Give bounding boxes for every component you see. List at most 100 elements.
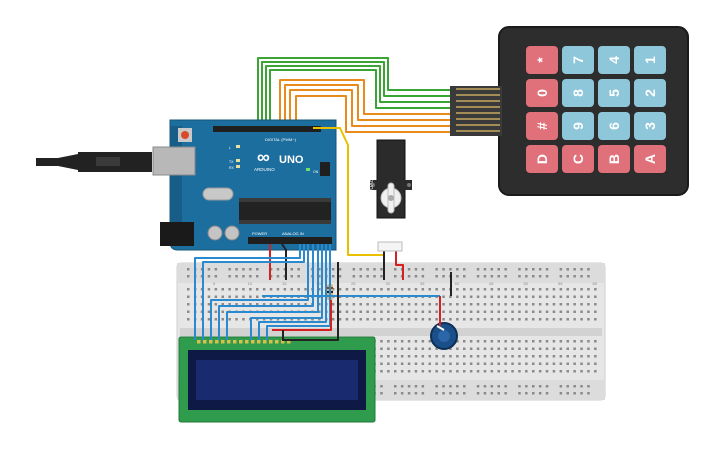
lcd-pin <box>197 340 201 344</box>
keypad-wire <box>284 84 455 126</box>
lcd-pin <box>275 340 279 344</box>
analog-label: ANALOG IN <box>282 231 304 236</box>
digital-header <box>213 126 321 132</box>
lcd-screen <box>196 360 358 400</box>
board-wire <box>266 244 331 340</box>
board-wire <box>258 244 327 340</box>
svg-text:#: # <box>534 122 550 130</box>
keypad-key: 7 <box>562 46 594 74</box>
keypad-key: 6 <box>598 112 630 140</box>
column-label: 40 <box>455 281 460 286</box>
board-wire <box>281 243 287 280</box>
tx-label: TX <box>229 160 234 164</box>
svg-text:*: * <box>534 57 550 63</box>
lcd-pin <box>239 340 243 344</box>
keypad-key: 9 <box>562 112 594 140</box>
keypad-wire <box>295 95 455 133</box>
board-wires <box>194 127 452 341</box>
lcd-pin <box>209 340 213 344</box>
power-jack <box>160 222 194 246</box>
lcd-pin <box>287 340 291 344</box>
svg-text:D: D <box>534 154 550 164</box>
keypad-4x4: * 7 4 1 0 8 5 2 #9 6 3D C B A <box>450 26 689 196</box>
keypad-keys: * 7 4 1 0 8 5 2 #9 6 3D C B A <box>526 46 666 173</box>
svg-text:2: 2 <box>642 89 658 97</box>
lcd-pin <box>263 340 267 344</box>
lcd-pin <box>233 340 237 344</box>
keypad-key: 0 <box>526 79 558 107</box>
svg-text:8: 8 <box>570 89 586 97</box>
column-label: 60 <box>593 281 598 286</box>
column-label: 50 <box>524 281 529 286</box>
board-wire <box>226 244 319 340</box>
lcd-pin <box>257 340 261 344</box>
board-wire <box>250 244 323 340</box>
lcd-pin <box>227 340 231 344</box>
keypad-key: A <box>634 145 666 173</box>
lcd-pin <box>251 340 255 344</box>
keypad-wire <box>257 57 455 126</box>
board-wire <box>272 300 332 331</box>
keypad-key: * <box>526 46 558 74</box>
keypad-ribbon <box>450 86 502 136</box>
digital-label: DIGITAL (PWM~) <box>265 137 297 142</box>
lcd-pin-header <box>197 340 291 344</box>
keypad-wire <box>279 79 455 126</box>
l-label: L <box>229 146 231 150</box>
power-label: POWER <box>252 231 267 236</box>
atmega-chip <box>239 202 331 220</box>
lcd-pin <box>269 340 273 344</box>
lcd-pin <box>215 340 219 344</box>
svg-text:9: 9 <box>570 122 586 130</box>
keypad-key: C <box>562 145 594 173</box>
keypad-key: 2 <box>634 79 666 107</box>
keypad-key: 3 <box>634 112 666 140</box>
keypad-wire <box>265 65 455 126</box>
board-wire <box>218 244 314 340</box>
keypad-key: 8 <box>562 79 594 107</box>
board-name: UNO <box>279 154 304 166</box>
column-label: 45 <box>489 281 494 286</box>
servo-label: SG90 SERVO <box>367 158 373 190</box>
svg-text:A: A <box>642 154 658 164</box>
board-wire <box>210 244 309 340</box>
column-label: 35 <box>420 281 425 286</box>
svg-text:C: C <box>570 154 586 164</box>
keypad-key: 1 <box>634 46 666 74</box>
keypad-key: 5 <box>598 79 630 107</box>
usb-port <box>152 146 196 176</box>
on-label: ON <box>313 170 319 174</box>
lcd-pin <box>281 340 285 344</box>
column-label: 15 <box>282 281 287 286</box>
lcd-pin <box>221 340 225 344</box>
usb-cable <box>36 152 152 172</box>
keypad-key: 4 <box>598 46 630 74</box>
column-label: 25 <box>351 281 356 286</box>
servo-motor: SG90 SERVO <box>367 139 412 252</box>
svg-text:7: 7 <box>570 56 586 64</box>
svg-text:4: 4 <box>606 56 622 64</box>
column-label: 5 <box>213 281 216 286</box>
potentiometer <box>430 322 458 350</box>
lcd-pin <box>245 340 249 344</box>
keypad-key: D <box>526 145 558 173</box>
brand-name: ARDUINO <box>254 167 275 172</box>
board-wire <box>202 244 305 340</box>
svg-text:6: 6 <box>606 122 622 130</box>
rx-label: RX <box>229 166 235 170</box>
arduino-uno: ∞ UNO ARDUINO DIGITAL (PWM~) ANALOG IN P… <box>152 119 337 251</box>
column-label: 55 <box>558 281 563 286</box>
reset-button <box>181 131 189 139</box>
keypad-key: B <box>598 145 630 173</box>
svg-text:0: 0 <box>534 89 550 97</box>
board-wire <box>282 262 339 341</box>
svg-text:5: 5 <box>606 89 622 97</box>
keypad-wires <box>257 57 455 133</box>
board-wire <box>194 244 301 340</box>
lcd-pin <box>203 340 207 344</box>
arduino-logo: ∞ <box>257 147 270 167</box>
column-label: 20 <box>317 281 322 286</box>
analog-power-header <box>248 237 332 244</box>
